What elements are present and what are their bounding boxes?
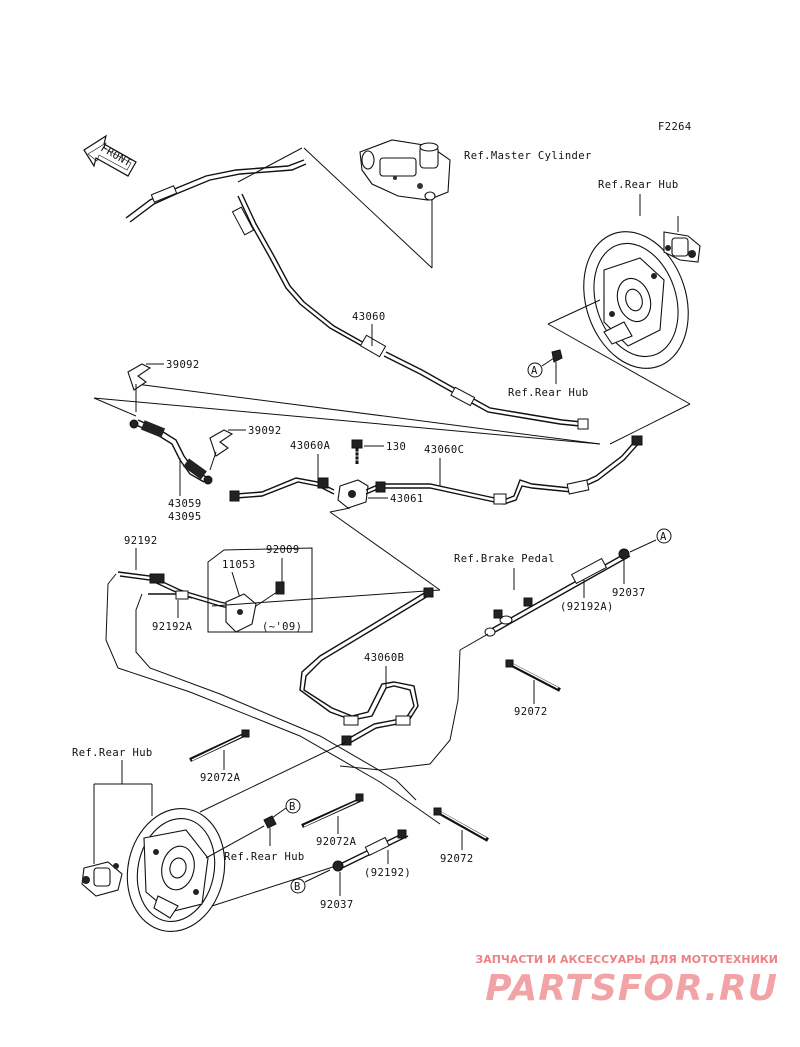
part-43060a-label: 43060A	[290, 440, 331, 452]
ref-rear-hub-bottom-label: Ref.Rear Hub	[224, 851, 305, 863]
leader-line	[199, 741, 347, 813]
ref-master-cylinder-label: Ref.Master Cylinder	[464, 150, 592, 162]
cable-tie-92072a-icon	[301, 793, 364, 828]
wheel-cylinder-icon	[663, 216, 701, 263]
part-92192-label: 92192	[124, 535, 158, 547]
part-92037-a-label: 92037	[612, 587, 646, 599]
leader-line	[304, 869, 331, 883]
part-92072a-a-label: 92072A	[200, 772, 241, 784]
leader-line	[231, 571, 241, 599]
clip-39092-icon	[127, 363, 152, 412]
part-92192a-label: 92192A	[152, 621, 193, 633]
watermark-logo: ЗАПЧАСТИ И АКСЕССУАРЫ ДЛЯ МОТОТЕХНИКИ PA…	[475, 953, 778, 1009]
front-arrow-icon: FRONT	[83, 134, 137, 177]
brake-joint-43061-icon	[337, 479, 369, 509]
part-92037-b-label: 92037	[320, 899, 354, 911]
brake-line-43060a	[229, 477, 335, 502]
fitting-icon	[551, 349, 563, 363]
cable-tie-92072-icon	[505, 659, 561, 692]
part-92192a-paren-label: (92192A)	[560, 601, 614, 613]
leader-line	[205, 825, 265, 859]
leader-line	[547, 323, 691, 405]
leader-line	[329, 507, 351, 513]
parking-brake-cable-92192	[105, 571, 441, 825]
wheel-cylinder-icon	[81, 861, 123, 897]
ref-brake-pedal-label: Ref.Brake Pedal	[454, 553, 555, 565]
leader-line	[547, 299, 601, 325]
svg-text:B: B	[289, 801, 296, 813]
leader-line	[211, 865, 337, 907]
callout-a-marker: A	[527, 362, 543, 378]
part-43059-label: 43059	[168, 498, 202, 510]
part-92072-b-label: 92072	[440, 853, 474, 865]
ref-rear-hub-left-label: Ref.Rear Hub	[72, 747, 153, 759]
leader-line	[609, 403, 691, 445]
svg-text:A: A	[660, 531, 667, 543]
part-39092-a-label: 39092	[166, 359, 200, 371]
svg-text:A: A	[531, 365, 538, 377]
leader-line	[135, 383, 601, 445]
part-43061-label: 43061	[390, 493, 424, 505]
callout-b-marker: B	[290, 878, 306, 894]
leader-line	[303, 147, 433, 269]
brake-line-43060b	[299, 587, 434, 746]
leader-line	[271, 807, 287, 819]
rear-hub-backing-plate-icon	[583, 231, 689, 369]
brake-hose-43059	[129, 419, 213, 485]
figure-code: F2264	[658, 121, 692, 133]
brake-line-43060c	[365, 435, 643, 505]
fitting-icon	[263, 815, 277, 829]
part-43095-label: 43095	[168, 511, 202, 523]
watermark-tagline: ЗАПЧАСТИ И АКСЕССУАРЫ ДЛЯ МОТОТЕХНИКИ	[475, 953, 778, 966]
leader-line	[541, 357, 555, 367]
ref-rear-hub-top-label: Ref.Rear Hub	[598, 179, 679, 191]
leader-line	[629, 539, 657, 553]
cable-tie-92072a-icon	[189, 729, 250, 762]
clamp-92037-icon	[332, 860, 344, 872]
part-130-label: 130	[386, 441, 406, 453]
part-43060c-label: 43060C	[424, 444, 464, 456]
year-note-label: (~'09)	[262, 621, 302, 633]
bolt-130-icon	[351, 439, 363, 464]
detail-box	[207, 547, 313, 633]
part-43060b-label: 43060B	[364, 652, 404, 664]
cable-tie-92072-icon	[433, 807, 489, 842]
brake-line-43060	[125, 159, 589, 430]
leader-line	[93, 397, 137, 417]
leader-line	[339, 649, 461, 771]
part-92009-label: 92009	[266, 544, 300, 556]
part-92072-a-label: 92072	[514, 706, 548, 718]
callout-a-marker: A	[656, 528, 672, 544]
part-92192-paren-label: (92192)	[364, 867, 411, 879]
watermark-brand: PARTSFOR.RU	[485, 968, 778, 1009]
master-cylinder-icon	[359, 139, 451, 201]
cable-adjuster-icon	[484, 548, 631, 637]
part-11053-label: 11053	[222, 559, 256, 571]
part-39092-b-label: 39092	[248, 425, 282, 437]
cable-end-92192a	[148, 590, 193, 600]
leader-line	[211, 589, 441, 607]
leader-line	[329, 511, 441, 591]
svg-text:B: B	[294, 881, 301, 893]
rear-hub-backing-plate-icon	[126, 807, 226, 933]
part-43060-label: 43060	[352, 311, 386, 323]
part-92072a-b-label: 92072A	[316, 836, 357, 848]
cable-end-92192	[335, 829, 409, 871]
clip-39092-icon	[209, 429, 234, 471]
leader-line	[93, 397, 601, 445]
ref-rear-hub-mid-label: Ref.Rear Hub	[508, 387, 589, 399]
callout-b-marker: B	[285, 798, 301, 814]
leader-line	[237, 147, 303, 183]
leader-line	[459, 633, 489, 651]
